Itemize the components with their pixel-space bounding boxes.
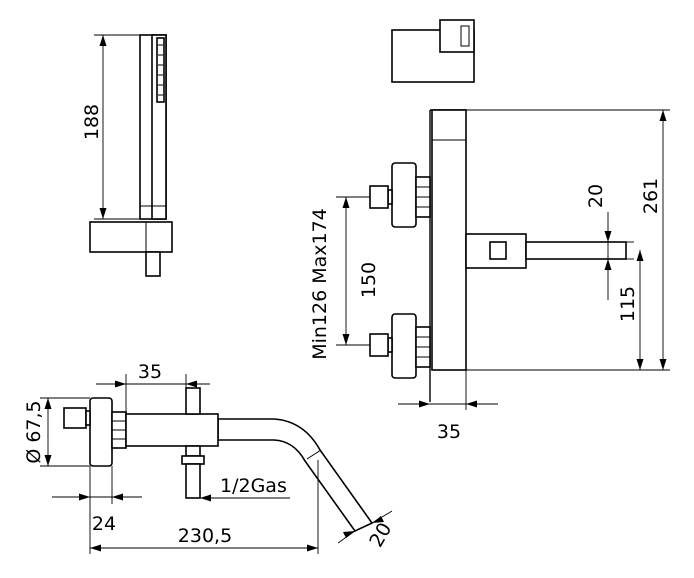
dim-35-top-label: 35 <box>138 361 162 383</box>
plan-thread-pipe <box>185 463 201 499</box>
dim-diameter-label: Ø 67,5 <box>23 400 45 463</box>
dim-spout-reach: 230,5 <box>90 460 319 554</box>
dim-overall-height: 261 <box>466 109 670 371</box>
dim-outlet-height: 115 <box>617 250 644 370</box>
hand-shower <box>89 34 173 277</box>
dim-261-label: 261 <box>640 178 662 214</box>
mixer-body <box>431 109 467 371</box>
dim-inlet-spacing: 150 <box>336 196 380 346</box>
spout-pipe <box>525 241 627 260</box>
dim-20-spout-label: 20 <box>585 184 607 208</box>
plan-bottom-connector <box>185 445 201 457</box>
upper-flange <box>391 162 417 228</box>
dim-230-label: 230,5 <box>178 525 232 547</box>
top-part-cap <box>439 19 475 53</box>
lower-flange <box>391 313 417 379</box>
dim-188-label: 188 <box>81 104 103 140</box>
dim-35-projection-label: 35 <box>437 421 461 443</box>
dim-wall-projection: 35 <box>398 370 498 443</box>
thread-callout: 1/2Gas <box>200 475 290 502</box>
shower-holder-connector <box>145 251 161 277</box>
plan-view <box>63 387 374 533</box>
shower-nozzles <box>156 37 165 103</box>
upper-inlet <box>369 185 389 209</box>
side-view <box>369 19 627 402</box>
dim-150-label: 150 <box>358 262 380 298</box>
dim-flange-diameter: Ø 67,5 <box>23 397 90 467</box>
plan-flange <box>89 397 113 467</box>
lower-inlet <box>369 333 389 357</box>
thread-label: 1/2Gas <box>220 475 287 497</box>
dim-top-block: 35 <box>96 361 210 414</box>
plan-body <box>125 413 219 447</box>
dim-flange-depth: 24 <box>52 466 142 554</box>
shower-holder <box>89 221 173 253</box>
dim-115-label: 115 <box>617 286 639 322</box>
plan-top-knob <box>185 387 201 415</box>
spout-square <box>489 241 507 260</box>
inlet-range-label: Min126 Max174 <box>309 208 331 360</box>
dim-24-label: 24 <box>92 513 116 535</box>
plan-inlet <box>63 407 87 429</box>
dim-shower-length: 188 <box>81 34 140 220</box>
dim-spout-height: 20 <box>585 184 634 300</box>
